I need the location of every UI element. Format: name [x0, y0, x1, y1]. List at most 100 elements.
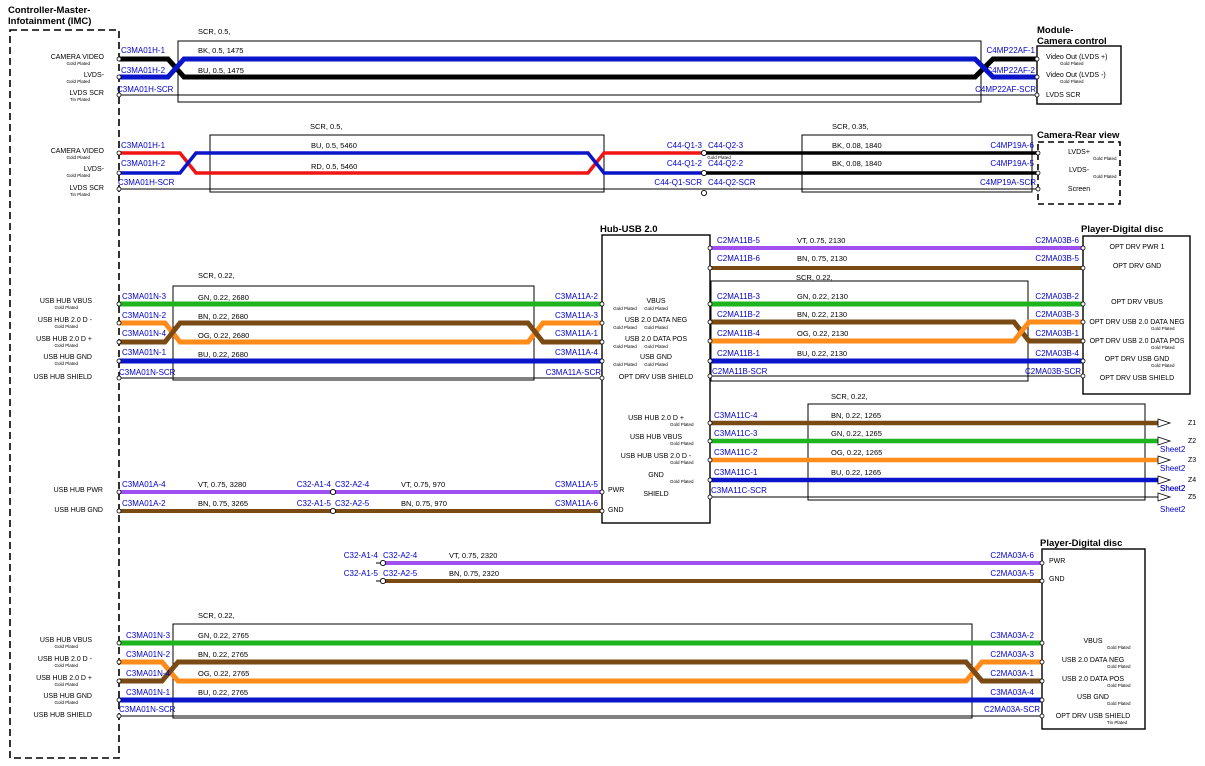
s4-left-conn: C2MA11B-2: [717, 310, 761, 319]
off-sheet-arrow-icon: [1157, 475, 1172, 485]
s4-pwr-left-conn: C2MA11B-5: [717, 236, 761, 245]
rear-camera-box: [1037, 141, 1121, 205]
s5-hub-pin: SHIELD: [643, 491, 668, 498]
s6-right-conn: C3MA11A-6: [555, 499, 599, 508]
s5-left-conn: C3MA11C-4: [714, 411, 758, 420]
s8-left-pin: USB HUB VBUS: [40, 637, 92, 644]
s5-offsheet-node: Z2: [1188, 438, 1196, 445]
s6-right-conn: C3MA11A-5: [555, 480, 599, 489]
s8-left-terminal: [116, 713, 122, 719]
s4-right-pin: OPT DRV VBUS: [1111, 299, 1163, 306]
s3-hub-pin: OPT DRV USB SHIELD: [619, 374, 693, 381]
s8-left-pin: USB HUB 2.0 D -: [38, 656, 93, 663]
s3-right-conn: C3MA11A-4: [555, 348, 599, 357]
off-sheet-arrow-icon: [1157, 455, 1172, 465]
s5-shield: [807, 403, 1146, 501]
s1-right-terminal: [1034, 56, 1040, 62]
s4-right-pin: OPT DRV GND: [1113, 263, 1161, 270]
s7-inline-conn: C32-A1-5: [344, 569, 379, 578]
s4-shield-label: SCR, 0.22,: [796, 273, 833, 282]
s4-left-terminal: [707, 338, 713, 344]
s8-right-conn: C3MA03A-4: [990, 688, 1034, 697]
s4-wire-spec: GN, 0.22, 2130: [797, 292, 848, 301]
s3-hub-pin-plating: Gold Plated: [613, 344, 637, 349]
s2-right-pin-plating: Gold Plated: [1093, 156, 1117, 161]
s1-right-pin-plating: Gold Plated: [1060, 79, 1084, 84]
s5-sheet-ref: Sheet2: [1160, 505, 1186, 514]
s2-left-scr-conn: C3MA01H-SCR: [118, 178, 175, 187]
s8-left-conn: C3MA01N-3: [126, 631, 171, 640]
s3-wire-2: [119, 320, 602, 345]
s3-left-terminal: [116, 358, 122, 364]
s5-sheet-ref: Sheet2: [1160, 484, 1186, 493]
s6-inline-conn: C32-A2-4: [335, 480, 370, 489]
s8-left-pin-plating: Gold Plated: [54, 682, 78, 687]
s2-wire-1-spec-b: BK, 0.08, 1840: [832, 141, 882, 150]
s4-pwr-right-conn: C2MA03B-6: [1035, 236, 1079, 245]
s3-wire-spec: BN, 0.22, 2680: [198, 312, 248, 321]
s2-inline-splice: [700, 169, 708, 177]
s3-left-conn: C3MA01N-2: [122, 311, 167, 320]
s3-right-terminal: [599, 358, 605, 364]
s8-right-scr-conn: C2MA03A-SCR: [984, 705, 1040, 714]
s5-left-conn: C3MA11C-1: [714, 468, 758, 477]
s2-inline-splice: [700, 149, 708, 157]
s6-left-pin: USB HUB PWR: [54, 487, 103, 494]
s8-wire-spec: BN, 0.22, 2765: [198, 650, 248, 659]
s1-left-terminal: [116, 92, 122, 98]
s2-shield-b: [801, 134, 1033, 193]
s2-wire-2-spec: RD, 0.5, 5460: [311, 162, 357, 171]
s8-right-terminal: [1039, 713, 1045, 719]
s4-pwr-left-conn: C2MA11B-6: [717, 254, 761, 263]
s4-left-terminal: [707, 319, 713, 325]
s7-inline-conn: C32-A2-5: [383, 569, 418, 578]
s4-right-pin-plating: Gold Plated: [1151, 363, 1175, 368]
s3-left-pin-plating: Gold Plated: [54, 324, 78, 329]
s8-right-pin: USB GND: [1077, 694, 1109, 701]
s3-hub-pin-plating: Gold Plated: [644, 344, 668, 349]
s7-right-conn: C2MA03A-5: [990, 569, 1034, 578]
s6-inline-conn: C32-A2-5: [335, 499, 370, 508]
s2-wire-2: [119, 151, 704, 175]
s2-wire-1: [119, 151, 704, 175]
s3-left-pin-plating: Gold Plated: [54, 361, 78, 366]
s2-right-pin: LVDS+: [1068, 149, 1090, 156]
s7-inline-conn: C32-A1-4: [344, 551, 379, 560]
s3-wire-spec: BU, 0.22, 2680: [198, 350, 248, 359]
s5-left-terminal: [707, 420, 713, 426]
s8-right-pin-plating: Gold Plated: [1107, 701, 1131, 706]
s5-hub-pin: GND: [648, 472, 664, 479]
s8-right-pin-plating: Gold Plated: [1107, 683, 1131, 688]
s5-left-terminal: [707, 477, 713, 483]
s5-hub-pin-plating: Gold Plated: [670, 441, 694, 446]
s3-right-terminal: [599, 320, 605, 326]
s5-wire-spec: BN, 0.22, 1265: [831, 411, 881, 420]
s1-left-pin: LVDS-: [84, 72, 105, 79]
s3-right-terminal: [599, 301, 605, 307]
s2-left-pin-plating: Tin Plated: [70, 192, 91, 197]
s3-left-terminal: [116, 375, 122, 381]
s5-hub-pin-plating: Gold Plated: [670, 460, 694, 465]
s8-right-pin: USB 2.0 DATA POS: [1062, 676, 1124, 683]
s1-left-pin: CAMERA VIDEO: [51, 54, 105, 61]
s2-wire-1-spec: BU, 0.5, 5460: [311, 141, 357, 150]
s1-shield-label: SCR, 0.5,: [198, 27, 231, 36]
s8-left-terminal: [116, 640, 122, 646]
s5-offsheet-node: Z5: [1188, 494, 1196, 501]
s6-left-conn: C3MA01A-2: [122, 499, 166, 508]
s4-right-terminal: [1080, 245, 1086, 251]
s6-hub-pin: GND: [608, 507, 624, 514]
s7-right-conn: C2MA03A-6: [990, 551, 1034, 560]
s8-right-pin: USB 2.0 DATA NEG: [1062, 657, 1124, 664]
s2-inline-scr-conn: C44-Q2-SCR: [708, 178, 756, 187]
s1-right-pin: Video Out (LVDS -): [1046, 72, 1106, 79]
s2-left-terminal: [116, 186, 122, 192]
s5-wire-spec: GN, 0.22, 1265: [831, 429, 882, 438]
s4-wire-spec: OG, 0.22, 2130: [797, 329, 848, 338]
s4-right-conn: C2MA03B-1: [1035, 329, 1079, 338]
s8-shield-label: SCR, 0.22,: [198, 611, 235, 620]
disc-player-1-title: Player-Digital disc: [1081, 224, 1163, 235]
s8-right-pin: OPT DRV USB SHIELD: [1056, 713, 1130, 720]
s6-wire-spec-b: VT, 0.75, 970: [401, 480, 445, 489]
